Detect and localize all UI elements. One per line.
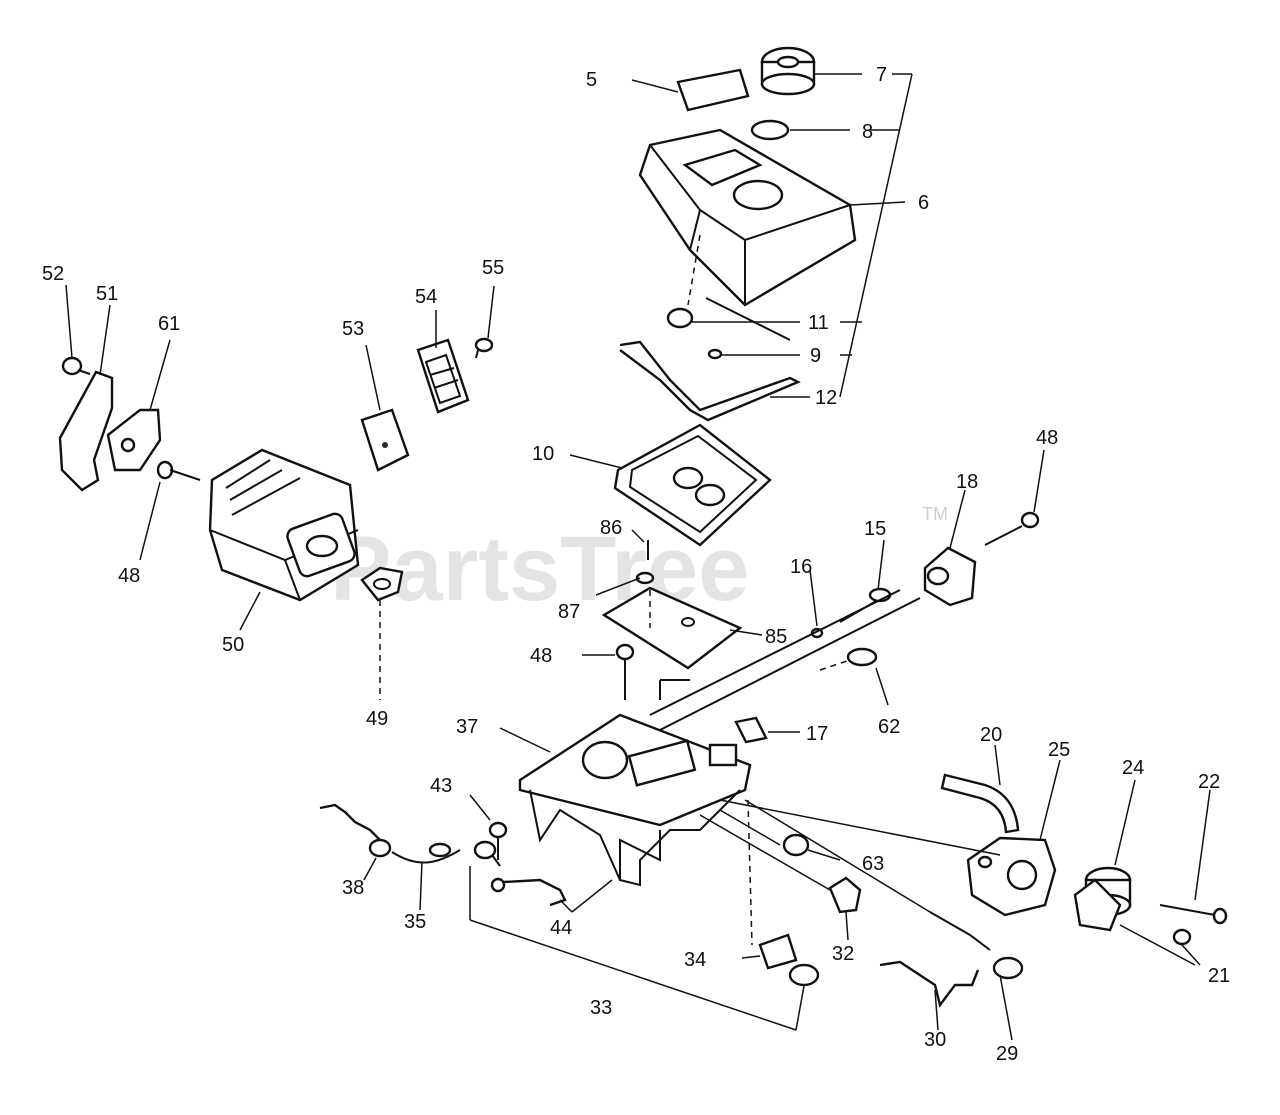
bolt-48-left[interactable] bbox=[156, 460, 201, 481]
callout-21: 21 bbox=[1208, 965, 1230, 987]
deflector-53[interactable] bbox=[360, 408, 410, 472]
base-37[interactable] bbox=[518, 589, 921, 887]
watermark-trademark: TM bbox=[922, 504, 948, 524]
callout-63: 63 bbox=[862, 853, 884, 875]
callout-85: 85 bbox=[765, 626, 787, 648]
callout-52: 52 bbox=[42, 263, 64, 285]
callout-49: 49 bbox=[366, 708, 388, 730]
fuel-filter-11[interactable] bbox=[666, 297, 791, 341]
callout-48-right: 48 bbox=[1036, 427, 1058, 449]
callout-5: 5 bbox=[586, 69, 597, 91]
gasket-8[interactable] bbox=[750, 119, 790, 141]
callout-7: 7 bbox=[876, 64, 887, 86]
callout-10: 10 bbox=[532, 443, 554, 465]
callout-61: 61 bbox=[158, 313, 180, 335]
callout-24: 24 bbox=[1122, 757, 1144, 779]
elbow-20[interactable] bbox=[940, 773, 1020, 834]
callout-15: 15 bbox=[864, 518, 886, 540]
tank-base-10[interactable] bbox=[613, 423, 772, 547]
callout-48-center: 48 bbox=[530, 645, 552, 667]
callout-20: 20 bbox=[980, 724, 1002, 746]
bolt-48-center[interactable] bbox=[615, 643, 635, 700]
callout-35: 35 bbox=[404, 911, 426, 933]
callout-9: 9 bbox=[810, 345, 821, 367]
callout-50: 50 bbox=[222, 634, 244, 656]
plug-33[interactable] bbox=[473, 840, 820, 987]
callout-22: 22 bbox=[1198, 771, 1220, 793]
bracket-32[interactable] bbox=[828, 876, 862, 914]
callout-44: 44 bbox=[550, 917, 572, 939]
callout-30: 30 bbox=[924, 1029, 946, 1051]
carburetor-25[interactable] bbox=[966, 836, 1057, 917]
gasket-61[interactable] bbox=[106, 408, 162, 472]
callout-34: 34 bbox=[684, 949, 706, 971]
callout-38: 38 bbox=[342, 877, 364, 899]
cap-63[interactable] bbox=[782, 833, 810, 857]
gasket-17[interactable] bbox=[734, 716, 768, 744]
screen-54[interactable] bbox=[416, 338, 470, 414]
callout-43: 43 bbox=[430, 775, 452, 797]
air-cleaner-24[interactable] bbox=[1073, 866, 1132, 932]
fuel-cap-7[interactable] bbox=[760, 46, 816, 96]
callout-8: 8 bbox=[862, 121, 873, 143]
callout-17: 17 bbox=[806, 723, 828, 745]
callout-16: 16 bbox=[790, 556, 812, 578]
tank-bracket-12[interactable] bbox=[619, 340, 801, 422]
lever-44[interactable] bbox=[490, 877, 567, 907]
callout-55: 55 bbox=[482, 257, 504, 279]
gasket-49[interactable] bbox=[360, 566, 404, 602]
callout-18: 18 bbox=[956, 471, 978, 493]
callout-33: 33 bbox=[590, 997, 612, 1019]
muffler-50[interactable] bbox=[208, 448, 360, 602]
grommet-9[interactable] bbox=[707, 348, 723, 360]
starter-18[interactable] bbox=[923, 546, 977, 607]
callout-86: 86 bbox=[600, 517, 622, 539]
callout-6: 6 bbox=[918, 192, 929, 214]
bracket-51[interactable] bbox=[58, 370, 114, 492]
cable-29[interactable] bbox=[929, 911, 1024, 980]
callout-11: 11 bbox=[808, 312, 829, 334]
callout-87: 87 bbox=[558, 601, 580, 623]
gasket-34[interactable] bbox=[758, 933, 798, 970]
callout-37: 37 bbox=[456, 716, 478, 738]
plate-85[interactable] bbox=[601, 586, 743, 670]
washer-87[interactable] bbox=[635, 571, 655, 585]
callout-12: 12 bbox=[815, 387, 837, 409]
bolt-48-right[interactable] bbox=[984, 511, 1040, 546]
callout-51: 51 bbox=[96, 283, 118, 305]
screw-43[interactable] bbox=[488, 821, 508, 860]
callout-54: 54 bbox=[415, 286, 437, 308]
decal-5[interactable] bbox=[676, 68, 750, 112]
callout-48-left: 48 bbox=[118, 565, 140, 587]
screw-22[interactable] bbox=[1159, 904, 1228, 925]
rod-30[interactable] bbox=[879, 960, 980, 1008]
screw-55[interactable] bbox=[474, 337, 494, 359]
cap-62[interactable] bbox=[846, 647, 878, 667]
wire-35[interactable] bbox=[391, 842, 461, 864]
callout-25: 25 bbox=[1048, 739, 1070, 761]
switch-38[interactable] bbox=[319, 803, 392, 858]
callout-53: 53 bbox=[342, 318, 364, 340]
callout-29: 29 bbox=[996, 1043, 1018, 1065]
screw-21[interactable] bbox=[1172, 928, 1192, 946]
fuel-tank-6[interactable] bbox=[638, 128, 857, 307]
callout-62: 62 bbox=[878, 716, 900, 738]
screw-52[interactable] bbox=[61, 356, 91, 376]
callout-32: 32 bbox=[832, 943, 854, 965]
